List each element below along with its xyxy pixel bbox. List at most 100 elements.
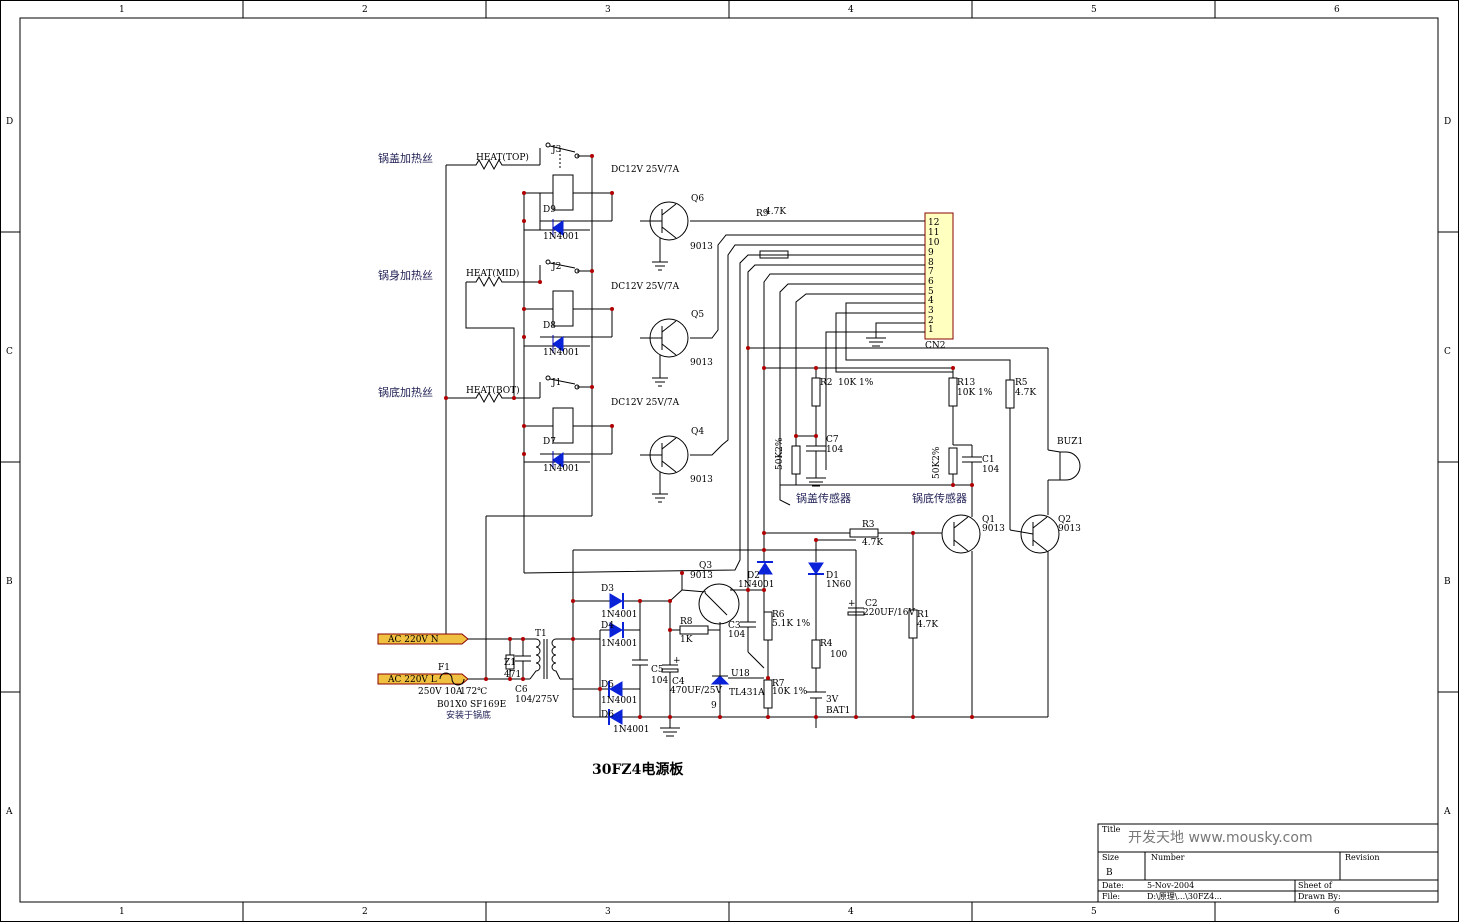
r8-label: R8 [680, 617, 693, 627]
ground-icon [866, 337, 886, 347]
c6-value: 104/275V [515, 695, 559, 705]
r1-label: R1 [917, 610, 930, 620]
r7-label: R7 [772, 679, 785, 689]
varistor-z1: Z1 471 [504, 639, 521, 680]
col-label-4-bottom: 4 [848, 907, 854, 917]
number-label: Number [1151, 853, 1185, 862]
capacitor-c1: C1 104 [953, 444, 999, 485]
u1-label: U1 [731, 669, 744, 679]
capacitor-c2: + C2 220UF/16V [847, 599, 915, 618]
relay-rating-2: DC12V 25V/7A [611, 282, 680, 292]
resistor-r7: R7 10K 1% [763, 679, 808, 717]
d8-part: 1N4001 [543, 348, 580, 358]
size-label: Size [1102, 853, 1119, 862]
ground-icon [806, 477, 826, 487]
diode-d5: D5 1N4001 [601, 680, 638, 706]
diode-d3: D3 1N4001 [601, 584, 638, 620]
fuse-part2: SF169E [470, 700, 506, 710]
c7-label: C7 [826, 435, 839, 445]
board-title: 30FZ4电源板 [592, 761, 684, 778]
resistor-r3: R3 4.7K [764, 520, 942, 548]
capacitor-c5: C5 104 [632, 630, 668, 689]
j1-label: J1 [551, 378, 561, 388]
d3-label: D3 [601, 584, 614, 594]
lid-sensor-label: 锅盖传感器 [796, 491, 851, 505]
battery-bat1: 3V BAT1 [806, 691, 850, 728]
d4-label: D4 [601, 621, 614, 631]
row-label-a-left: A [5, 807, 13, 817]
c4-value: 470UF/25V [670, 686, 722, 696]
cn2-pin-1: 1 [928, 325, 934, 335]
ac-input-l: AC 220V L [377, 673, 469, 685]
r5-label: R5 [1015, 378, 1028, 388]
ground-icon [652, 493, 668, 503]
col-label-5-bottom: 5 [1091, 907, 1097, 917]
c2-plus: + [848, 599, 856, 609]
d9-diode-icon [552, 220, 564, 236]
q4-part: 9013 [690, 475, 713, 485]
c3-value: 104 [728, 630, 745, 640]
capacitor-c6: C6 104/275V [515, 639, 559, 705]
sheet-label: Sheet [1298, 881, 1322, 890]
col-label-6-bottom: 6 [1334, 907, 1340, 917]
size-value: B [1106, 868, 1113, 878]
d6-diode-icon [609, 709, 623, 725]
q1-label: Q1 [982, 515, 995, 525]
r8-value: 1K [680, 635, 693, 645]
d2-label: D2 [747, 571, 760, 581]
cn2-pin-10: 10 [928, 238, 940, 248]
cn2-pin-12: 12 [928, 218, 939, 228]
d7-diode-icon [552, 452, 564, 468]
q3-part: 9013 [690, 571, 713, 581]
heat-top-resistor [446, 158, 540, 171]
col-label-5-top: 5 [1091, 5, 1097, 15]
resistor-r6: R6 5.1K 1% [763, 610, 811, 678]
r9-value: 4.7K [765, 207, 786, 217]
bottom-heater-label: 锅底加热丝 [378, 385, 433, 399]
fuse-note: 安装于锅底 [446, 709, 491, 721]
transistor-q3: Q3 9013 [669, 561, 764, 676]
cn2-pin-3: 3 [928, 306, 934, 316]
d8-label: D8 [543, 321, 556, 331]
r3-label: R3 [862, 520, 875, 530]
u1-pin8: 8 [744, 669, 750, 679]
c3-label: C3 [728, 621, 741, 631]
c5-value: 104 [651, 676, 668, 686]
d5-diode-icon [609, 681, 623, 697]
c1-label: C1 [982, 455, 995, 465]
cn2-pin-9: 9 [928, 248, 934, 258]
col-label-3-top: 3 [605, 5, 611, 15]
relay-coil-d7: D7 1N4001 [524, 407, 612, 474]
capacitor-c4: + C4 470UF/25V [660, 601, 722, 737]
cn2-pin-11: 11 [928, 228, 939, 238]
title-value: 开发天地 www.mousky.com [1128, 830, 1313, 846]
diode-d4: D4 1N4001 [601, 621, 638, 649]
u1-part: TL431A [729, 688, 765, 698]
ntc-lid-value: 50K2% [775, 437, 785, 470]
heat-top-label: HEAT(TOP) [476, 152, 529, 163]
relay-rating-3: DC12V 25V/7A [611, 398, 680, 408]
r5-value: 4.7K [1015, 388, 1036, 398]
j2-label: J2 [551, 262, 561, 272]
fuse-rating: 250V 10A [418, 687, 463, 697]
row-label-d-left: D [6, 117, 13, 127]
regulator-u1: U1 8 9 TL431A [710, 669, 765, 717]
drawn-by-label: Drawn By: [1298, 892, 1341, 901]
file-value: D:\原理\...\30FZ4... [1147, 892, 1222, 901]
grid-labels: 1 2 3 4 5 6 1 2 3 4 5 6 D C B A D C B A [5, 5, 1451, 917]
date-value: 5-Nov-2004 [1147, 881, 1194, 890]
d4-part: 1N4001 [601, 639, 638, 649]
r2-label: R2 [820, 378, 833, 388]
resistor-r8: R8 1K [670, 617, 720, 645]
resistor-r1: R1 4.7K [908, 533, 938, 717]
d9-label: D9 [543, 205, 556, 215]
row-label-d-right: D [1444, 117, 1451, 127]
u1-pin9: 9 [711, 701, 717, 711]
r6-value: 5.1K 1% [772, 619, 811, 629]
junctions [444, 154, 974, 719]
ntc-bottom [948, 447, 958, 475]
d2-diode-icon [757, 562, 773, 575]
q2-label: Q2 [1058, 515, 1071, 525]
relay-contact-j1: J1 [545, 375, 580, 390]
